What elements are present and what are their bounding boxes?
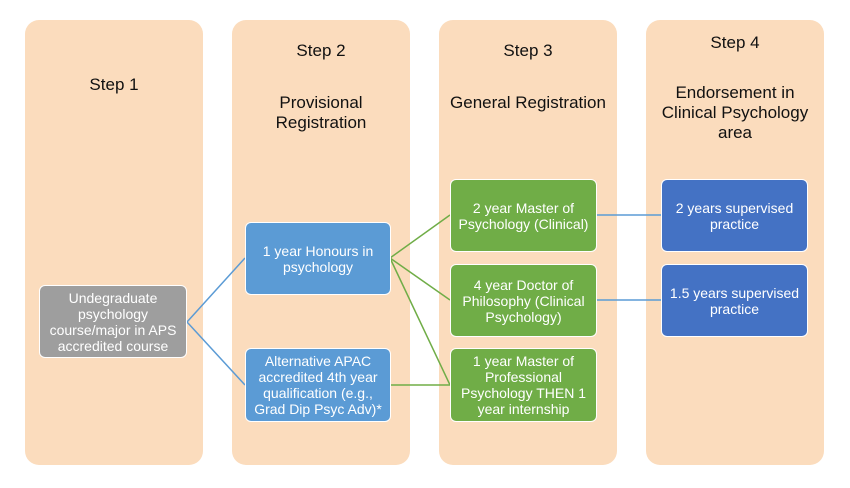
master-clinical-box: 2 year Master of Psychology (Clinical) <box>450 179 597 252</box>
step-2-label: Step 2 <box>296 41 346 60</box>
connector-honours-master-clinical <box>389 214 451 259</box>
connector-undergrad-alternative <box>186 321 246 386</box>
supervised-practice-2-box: 2 years supervised practice <box>661 179 808 252</box>
supervised-practice-15-box: 1.5 years supervised practice <box>661 264 808 337</box>
step-4-title: Endorsement in Clinical Psychology area <box>661 83 809 142</box>
connector-honours-master-professional <box>389 257 451 386</box>
honours-box: 1 year Honours in psychology <box>245 222 391 295</box>
step-2-title: Provisional Registration <box>275 93 367 132</box>
step-3-title: General Registration <box>450 93 606 112</box>
connector-honours-doctor <box>389 257 451 301</box>
step-3-label: Step 3 <box>503 41 553 60</box>
step-4-label: Step 4 <box>710 33 760 52</box>
alternative-box: Alternative APAC accredited 4th year qua… <box>245 348 391 422</box>
doctor-philosophy-box: 4 year Doctor of Philosophy (Clinical Ps… <box>450 264 597 337</box>
undergraduate-box: Undegraduate psychology course/major in … <box>39 285 187 358</box>
step-1-column: Step 1 <box>25 20 203 465</box>
step-1-label: Step 1 <box>89 75 139 94</box>
master-professional-box: 1 year Master of Professional Psychology… <box>450 348 597 422</box>
connector-undergrad-honours <box>186 257 246 323</box>
